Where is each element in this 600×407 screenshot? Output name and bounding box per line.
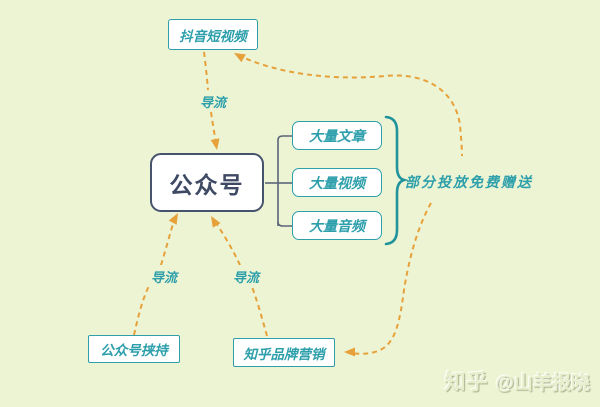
node-official-account-label: 公众号 [169, 171, 245, 198]
node-many-videos[interactable]: 大量视频 [292, 168, 382, 197]
arrowhead-into-center-bottomright [211, 216, 221, 228]
node-many-audios-label: 大量音频 [309, 217, 365, 234]
node-zhihu-brand-marketing[interactable]: 知乎品牌营销 [233, 338, 335, 367]
arrowhead-into-center-top [210, 138, 220, 150]
edge-label-daoliu-right: 导流 [232, 270, 259, 285]
node-zhihu-brand-marketing-label: 知乎品牌营销 [243, 346, 325, 362]
node-official-account[interactable]: 公众号 [150, 153, 264, 212]
arrowhead-into-zhihu-marketing [344, 347, 355, 357]
zhihu-watermark-handle: @山羊报晓 [495, 373, 590, 394]
edge-giveaway-upper [237, 54, 463, 157]
curly-brace [384, 115, 409, 246]
node-douyin-short-video[interactable]: 抖音短视频 [168, 19, 258, 50]
edge-giveaway-lower [347, 202, 432, 355]
edge-hijack-to-center [133, 283, 151, 336]
arrowhead-into-douyin [234, 53, 246, 63]
node-account-hijack[interactable]: 公众号挟持 [88, 335, 180, 363]
zhihu-watermark: 知乎 @山羊报晓 [444, 366, 590, 396]
node-douyin-label: 抖音短视频 [179, 28, 247, 44]
edge-douyin-to-center-2 [210, 111, 218, 147]
node-many-articles-label: 大量文章 [309, 127, 365, 144]
node-many-videos-label: 大量视频 [309, 174, 365, 191]
edge-zhihu-to-center [251, 286, 268, 337]
edge-label-free-giveaway: 部分投放免费赠送 [405, 174, 533, 190]
node-many-articles[interactable]: 大量文章 [292, 121, 382, 150]
edge-label-daoliu-top: 导流 [199, 95, 226, 110]
edge-hijack-to-center-2 [160, 216, 176, 266]
tree-connector [265, 135, 292, 227]
zhihu-watermark-brand: 知乎 [444, 371, 489, 394]
node-account-hijack-label: 公众号挟持 [100, 343, 168, 358]
edge-zhihu-to-center-2 [213, 219, 241, 266]
node-many-audios[interactable]: 大量音频 [292, 211, 382, 240]
edge-douyin-to-center [203, 51, 209, 91]
arrowhead-into-center-bottomleft [168, 213, 178, 225]
edge-label-daoliu-left: 导流 [150, 270, 177, 285]
